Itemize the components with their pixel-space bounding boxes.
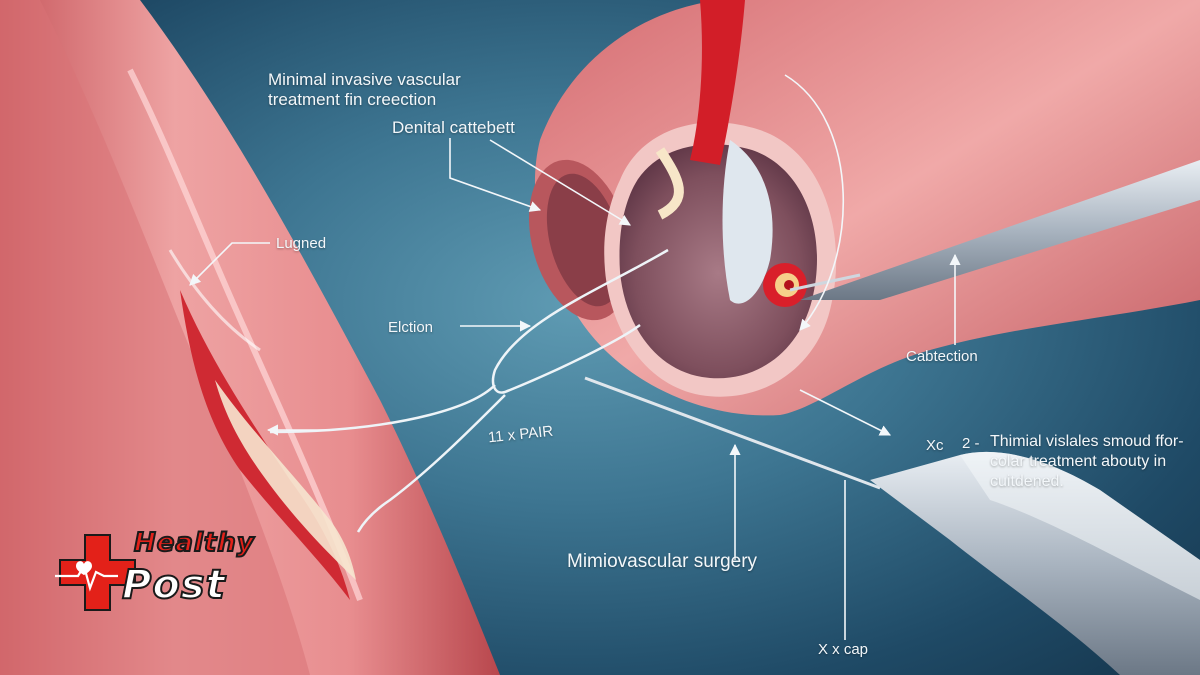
left-vessel	[0, 0, 500, 675]
right-instrument	[789, 160, 1200, 300]
healthy-post-logo: Healthy Post	[52, 527, 262, 624]
logo-word-post: Post	[121, 561, 226, 609]
label-elction: Elction	[388, 319, 434, 336]
logo-graphic	[55, 534, 136, 611]
catheter-wire	[269, 248, 669, 533]
label-denital-cattebett: Denital cattebett	[392, 118, 515, 137]
label-lugned: Lugned	[276, 235, 327, 252]
note-text: Thimial vislales smoud ffor-colar treatm…	[990, 433, 1184, 490]
note-number: 2 -	[962, 435, 980, 452]
label-xc: Xc	[926, 437, 944, 454]
right-vessel	[529, 0, 1200, 416]
label-cabtection: Cabtection	[906, 348, 978, 365]
diagram-title: Minimal invasive vascular treatment fin …	[268, 70, 508, 110]
handpiece	[584, 376, 1200, 675]
annotation-lines	[189, 74, 961, 640]
title-line-1: Minimal invasive vascular	[268, 70, 461, 89]
label-x-cap: X x cap	[818, 641, 869, 658]
label-mimiovascular-surgery: Mimiovascular surgery	[567, 551, 758, 572]
title-line-2: treatment fin creection	[268, 90, 437, 109]
logo-word-healthy: Healthy	[133, 527, 255, 559]
